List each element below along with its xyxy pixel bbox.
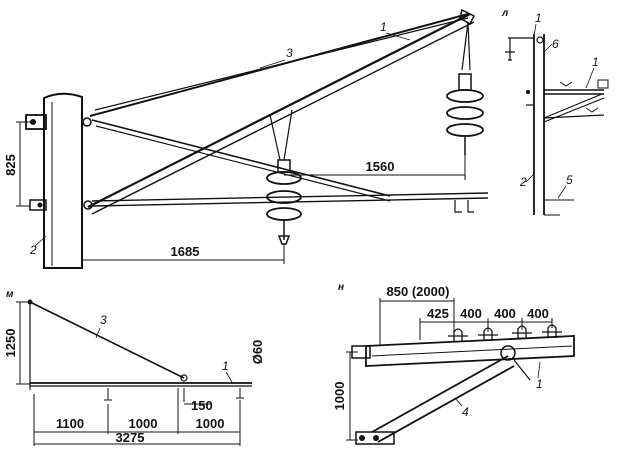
dim-400c-label: 400 [527, 306, 549, 321]
dim-1685-label: 1685 [171, 244, 200, 259]
panel-n-label: н [338, 282, 344, 293]
dim-400a-label: 400 [460, 306, 482, 321]
middle-insulator-string [266, 159, 302, 245]
dimension-1685: 1685 [82, 244, 285, 264]
ref-l-1-arm: 1 [592, 55, 599, 69]
diagonal-tie [91, 119, 391, 202]
main-strut [87, 13, 475, 215]
dim-3275-label: 3275 [116, 430, 145, 445]
dimension-825: 825 [3, 121, 30, 207]
pole [43, 92, 83, 269]
ref-l-5: 5 [566, 173, 573, 187]
dim-d60-label: Ø60 [250, 340, 265, 365]
panel-n-bracket: н 850 (2000) 425 400 [332, 282, 575, 445]
panel-m-label: м [6, 289, 14, 300]
panel-m-plan: м 1250 Ø60 150 1100 1000 1000 3275 [3, 289, 265, 446]
right-insulator-string [446, 73, 484, 155]
dimension-1560: 1560 [284, 155, 466, 180]
panel-l-label: л [501, 8, 509, 19]
horizontal-rod [91, 192, 489, 207]
ref-3-rod: 3 [286, 46, 293, 60]
panel-a-cantilever: 825 1560 1685 1 3 2 [3, 8, 489, 269]
lower-bracket [29, 199, 47, 211]
ref-l-6: 6 [552, 37, 559, 51]
ref-m-3: 3 [100, 313, 107, 327]
dim-850-label: 850 (2000) [387, 284, 450, 299]
ref-1-strut: 1 [380, 20, 387, 34]
ref-l-1-top: 1 [535, 11, 542, 25]
dim-1100-label: 1100 [56, 416, 84, 431]
panel-l-side-view: л 1 6 1 2 5 [501, 8, 609, 216]
upper-rod [89, 13, 469, 117]
dim-1000-vert-label: 1000 [332, 382, 347, 411]
dim-1560-label: 1560 [366, 159, 395, 174]
dim-425-label: 425 [427, 306, 449, 321]
side-bracket [526, 79, 609, 123]
ref-n-1: 1 [536, 377, 543, 391]
dim-150-label: 150 [191, 398, 213, 413]
ref-l-2: 2 [519, 175, 527, 189]
dim-825-label: 825 [3, 154, 18, 176]
dim-1000b-label: 1000 [196, 416, 225, 431]
ref-2-pole: 2 [29, 243, 37, 257]
ref-n-4: 4 [462, 405, 469, 419]
dim-1000a-label: 1000 [129, 416, 158, 431]
ref-m-1: 1 [222, 359, 229, 373]
dim-400b-label: 400 [494, 306, 516, 321]
dim-1250-label: 1250 [3, 329, 18, 358]
